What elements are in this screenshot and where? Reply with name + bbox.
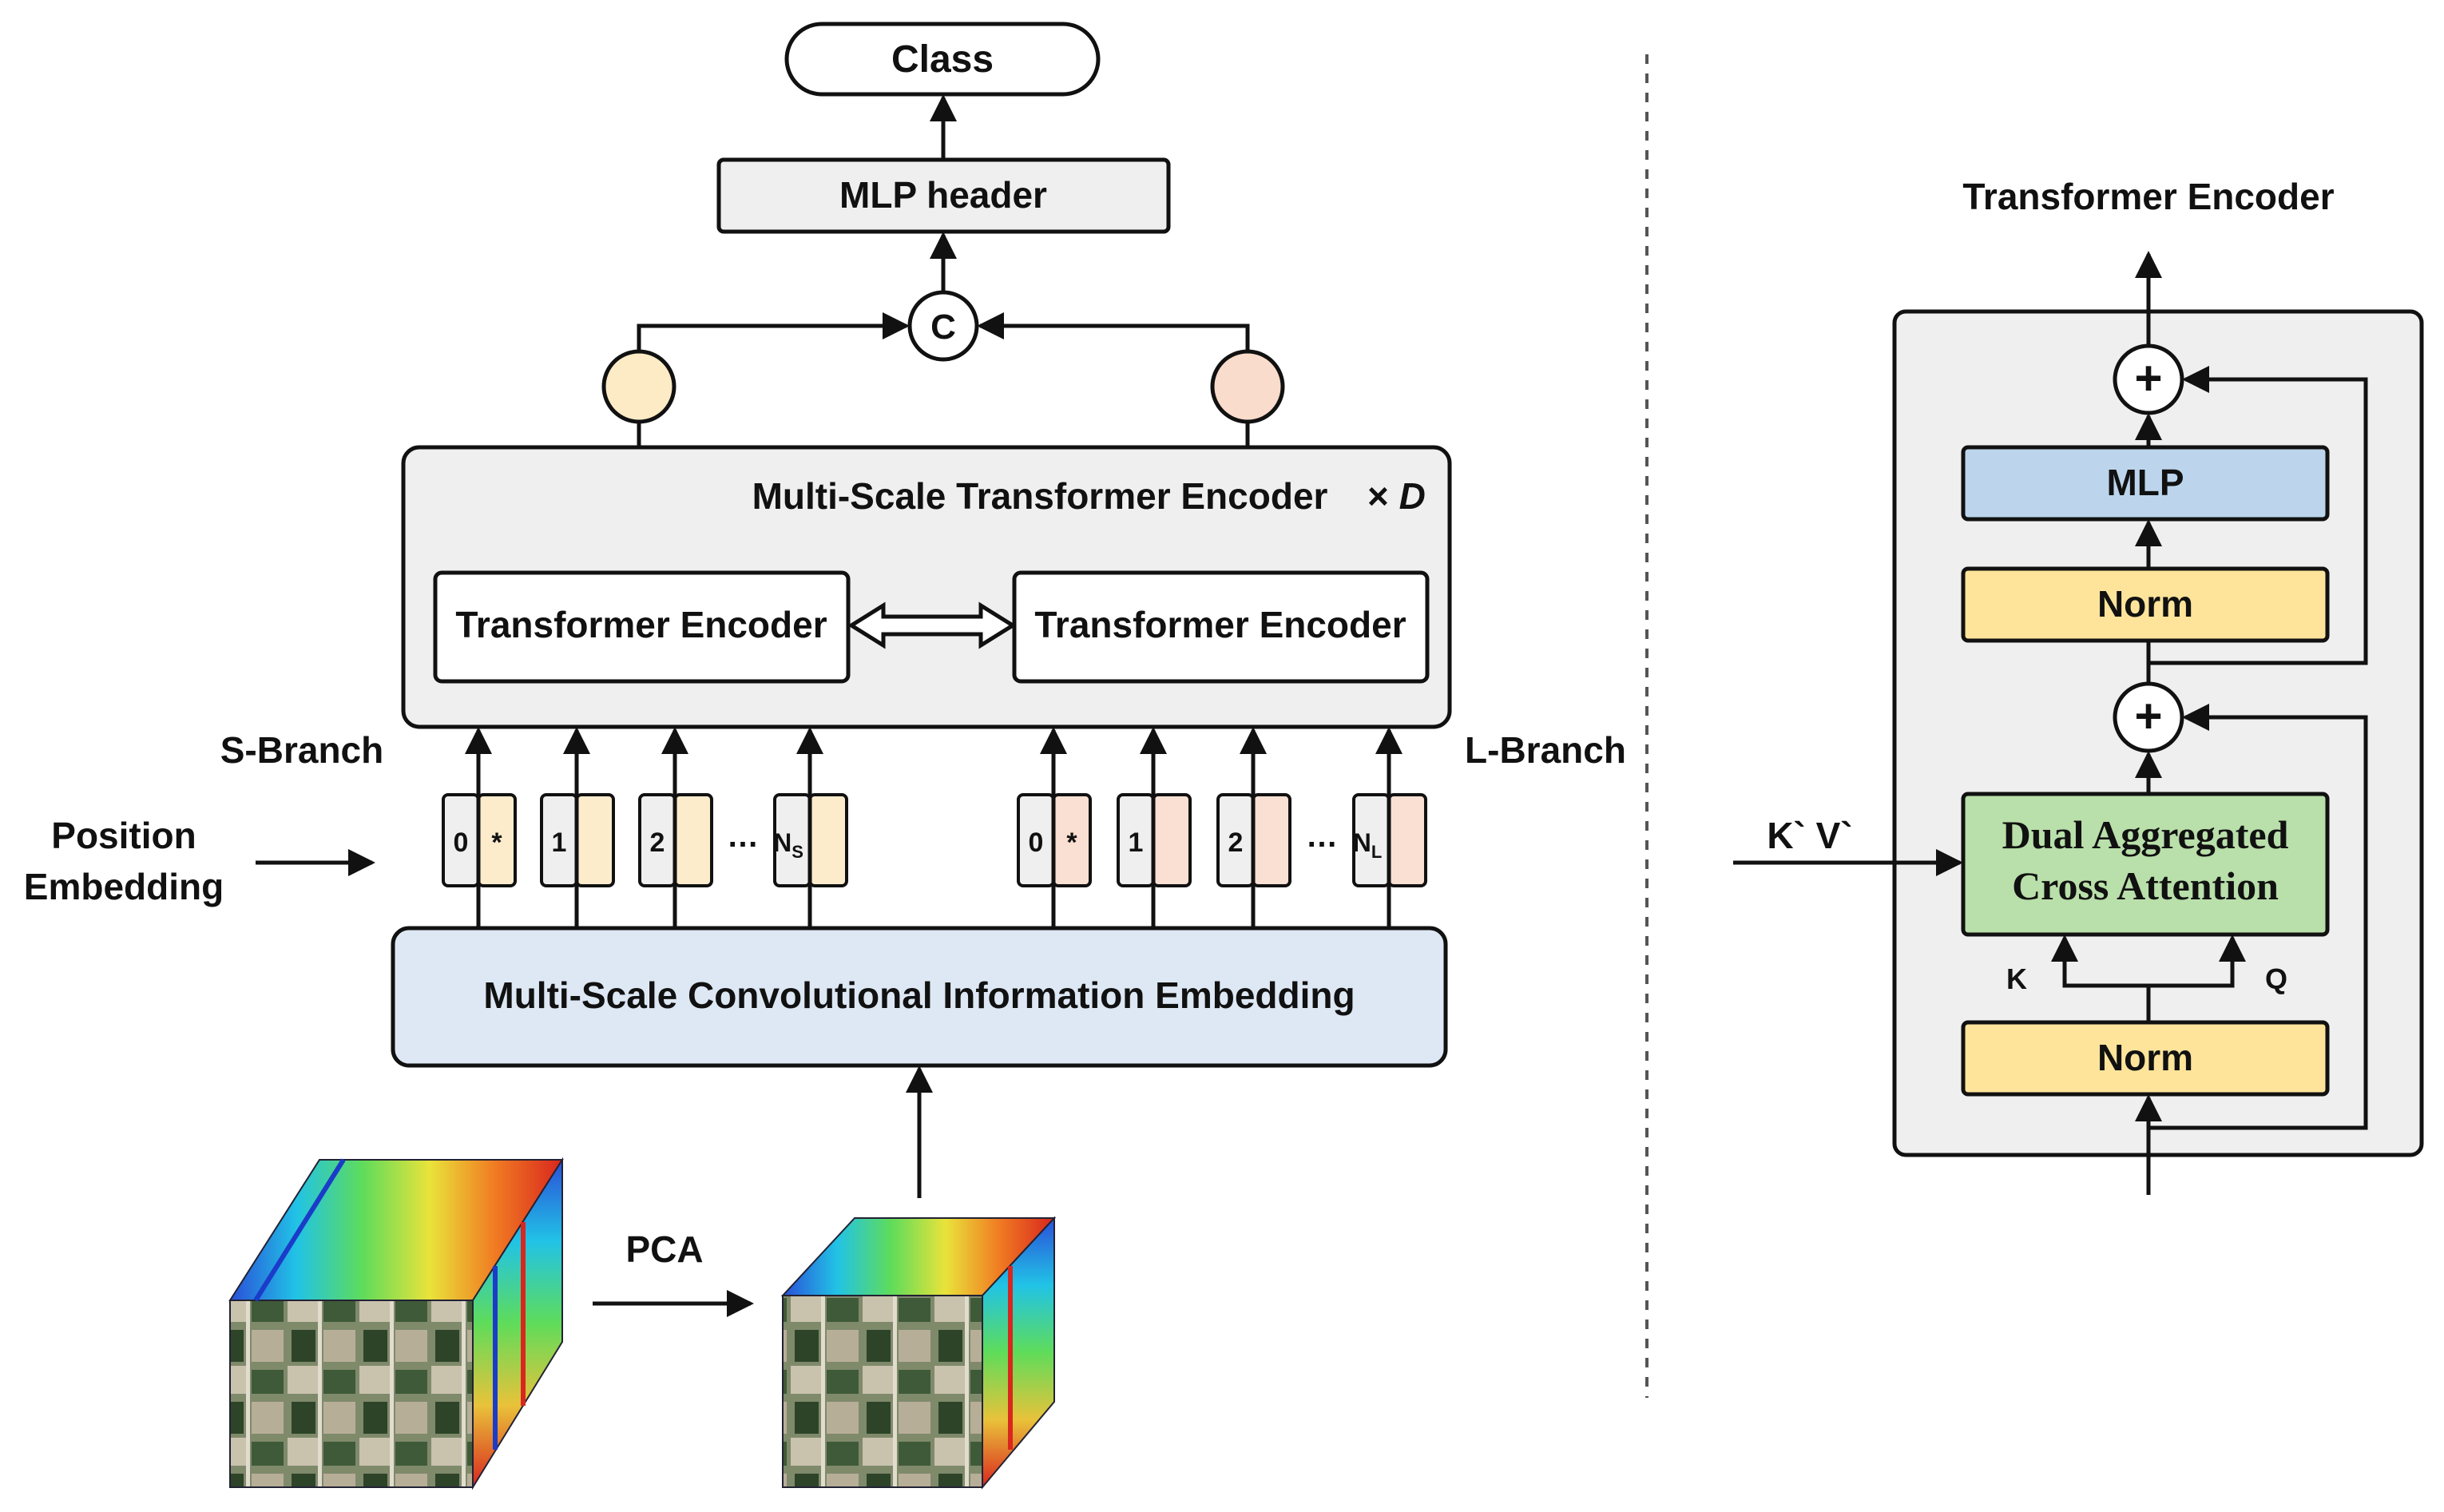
attention-label-line2: Cross Attention xyxy=(2012,863,2279,908)
l-token-2-label: 2 xyxy=(1228,827,1244,858)
s-branch-label: S-Branch xyxy=(220,729,383,771)
s-token-2-label: 2 xyxy=(650,827,665,858)
token-arrows xyxy=(465,727,1403,931)
class-label: Class xyxy=(891,38,994,81)
s-token-1-value xyxy=(575,793,615,887)
s-branch-pool-token xyxy=(601,349,676,424)
dual-aggregated-cross-attention xyxy=(1961,792,2330,937)
norm-bottom-label: Norm xyxy=(2097,1037,2193,1078)
hyperspectral-cube-raw xyxy=(228,1157,564,1490)
l-token-0-label: 0 xyxy=(1029,827,1044,858)
plus-symbol-top: + xyxy=(2134,351,2162,405)
mlp-header-label: MLP header xyxy=(839,174,1047,216)
l-branch-tokens: 0 * 1 2 … NL xyxy=(1017,793,1427,887)
l-token-cls-marker: * xyxy=(1066,827,1077,858)
l-token-2-value xyxy=(1252,793,1291,887)
l-token-n-label: NL xyxy=(1353,828,1383,862)
skip-connection-top xyxy=(2148,366,2368,665)
norm-top-box xyxy=(1961,566,2330,643)
cross-branch-exchange-arrow xyxy=(847,601,1017,649)
s-token-1-label: 1 xyxy=(552,827,567,858)
arrow-s-pool-to-concat xyxy=(637,312,910,351)
s-branch-tokens: 0 * 1 2 … NS xyxy=(442,793,848,887)
norm-top-label: Norm xyxy=(2097,583,2193,625)
l-token-n-value xyxy=(1387,793,1427,887)
l-token-1-label: 1 xyxy=(1129,827,1144,858)
position-embedding-line2: Embedding xyxy=(24,866,224,907)
k-label: K xyxy=(2006,962,2027,995)
fork-k xyxy=(2051,935,2151,1022)
s-token-2-value xyxy=(673,793,713,887)
l-transformer-encoder xyxy=(1012,570,1430,684)
fork-q xyxy=(2148,935,2246,988)
l-branch-pool-token xyxy=(1210,349,1285,424)
mlp-label: MLP xyxy=(2106,462,2184,503)
kv-input-label: K` V` xyxy=(1767,815,1852,856)
hyperspectral-cube-reduced xyxy=(780,1216,1057,1490)
repeat-factor: × D xyxy=(1367,475,1426,517)
position-embedding-line1: Position xyxy=(51,815,196,856)
l-branch-label: L-Branch xyxy=(1465,729,1626,771)
s-transformer-encoder xyxy=(433,570,851,684)
s-transformer-encoder-label: Transformer Encoder xyxy=(455,604,827,645)
s-token-0-label: 0 xyxy=(454,827,469,858)
l-transformer-encoder-label: Transformer Encoder xyxy=(1034,604,1406,645)
l-token-1-value xyxy=(1152,793,1192,887)
pca-label: PCA xyxy=(625,1228,703,1270)
l-token-ellipsis: … xyxy=(1306,819,1338,854)
mst-encoder-label: Multi-Scale Transformer Encoder xyxy=(752,475,1328,517)
s-token-n-value xyxy=(808,793,848,887)
s-token-cls-marker: * xyxy=(491,827,502,858)
concat-symbol: C xyxy=(930,308,956,347)
skip-connection-bottom xyxy=(2148,704,2368,1130)
attention-label-line1: Dual Aggregated xyxy=(2002,812,2289,857)
transformer-encoder-title: Transformer Encoder xyxy=(1962,176,2334,217)
s-token-n-label: NS xyxy=(773,828,803,862)
q-label: Q xyxy=(2265,962,2287,995)
embedding-label: Multi-Scale Convolutional Information Em… xyxy=(483,974,1355,1016)
s-token-ellipsis: … xyxy=(727,819,759,854)
plus-symbol-middle: + xyxy=(2134,689,2162,743)
arrow-l-pool-to-concat xyxy=(977,312,1250,351)
